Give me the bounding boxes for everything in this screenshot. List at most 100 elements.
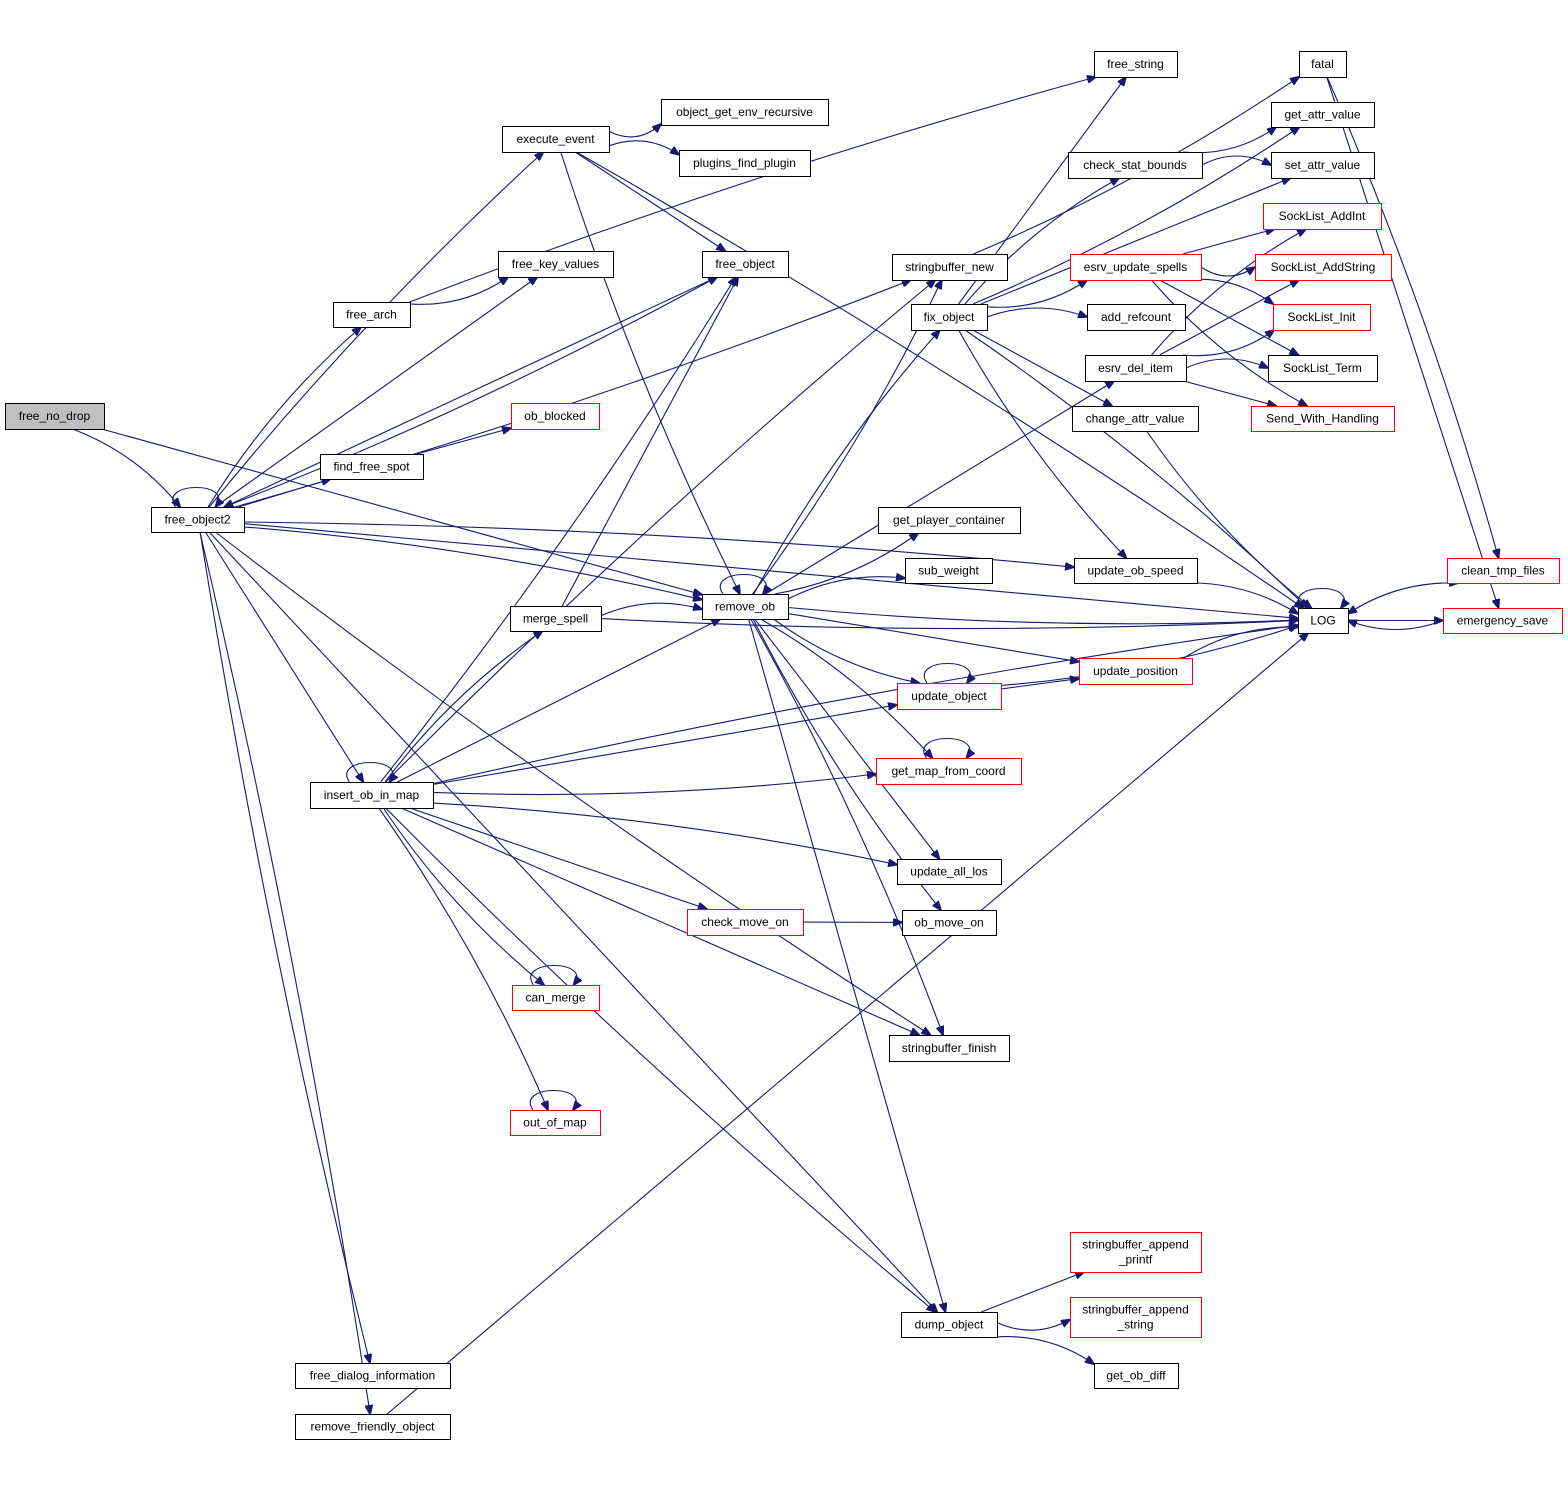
node-box[interactable] bbox=[897, 683, 1002, 710]
node-box[interactable] bbox=[151, 507, 245, 533]
node-box[interactable] bbox=[1070, 254, 1202, 281]
node-ob_move_on[interactable]: ob_move_on bbox=[902, 910, 997, 936]
node-esrv_update_spells[interactable]: esrv_update_spells bbox=[1070, 254, 1202, 281]
node-update_all_los[interactable]: update_all_los bbox=[897, 859, 1002, 885]
node-box[interactable] bbox=[876, 758, 1022, 785]
node-stringbuffer_finish[interactable]: stringbuffer_finish bbox=[889, 1035, 1010, 1062]
node-emergency_save[interactable]: emergency_save bbox=[1443, 608, 1563, 634]
node-box[interactable] bbox=[902, 910, 997, 936]
node-SockList_Term[interactable]: SockList_Term bbox=[1268, 355, 1378, 382]
node-update_position[interactable]: update_position bbox=[1079, 658, 1193, 685]
node-merge_spell[interactable]: merge_spell bbox=[510, 606, 602, 632]
node-box[interactable] bbox=[512, 985, 600, 1011]
node-box[interactable] bbox=[1447, 558, 1560, 584]
node-free_object[interactable]: free_object bbox=[702, 251, 789, 278]
node-box[interactable] bbox=[679, 150, 811, 177]
node-box[interactable] bbox=[1085, 355, 1187, 382]
node-change_attr_value[interactable]: change_attr_value bbox=[1072, 406, 1199, 432]
node-box[interactable] bbox=[892, 254, 1008, 281]
node-box[interactable] bbox=[1443, 608, 1563, 634]
node-box[interactable] bbox=[333, 302, 411, 328]
node-free_arch[interactable]: free_arch bbox=[333, 302, 411, 328]
node-box[interactable] bbox=[1068, 152, 1203, 179]
node-fix_object[interactable]: fix_object bbox=[911, 304, 988, 331]
node-box[interactable] bbox=[510, 1110, 601, 1136]
node-box[interactable] bbox=[498, 251, 614, 278]
node-remove_ob[interactable]: remove_ob bbox=[702, 594, 789, 620]
node-box[interactable] bbox=[510, 606, 602, 632]
node-SockList_AddString[interactable]: SockList_AddString bbox=[1255, 254, 1392, 281]
node-box[interactable] bbox=[1251, 406, 1395, 432]
node-box[interactable] bbox=[901, 1312, 998, 1338]
node-plugins_find_plugin[interactable]: plugins_find_plugin bbox=[679, 150, 811, 177]
node-free_dialog_information[interactable]: free_dialog_information bbox=[295, 1363, 451, 1389]
node-esrv_del_item[interactable]: esrv_del_item bbox=[1085, 355, 1187, 382]
node-box[interactable] bbox=[5, 403, 105, 430]
node-free_object2[interactable]: free_object2 bbox=[151, 507, 245, 533]
node-stringbuffer_append_printf[interactable]: stringbuffer_append_printf bbox=[1070, 1232, 1202, 1273]
node-box[interactable] bbox=[502, 126, 610, 153]
node-box[interactable] bbox=[511, 403, 600, 430]
node-box[interactable] bbox=[295, 1414, 451, 1440]
node-box[interactable] bbox=[1070, 1232, 1202, 1273]
node-remove_friendly_object[interactable]: remove_friendly_object bbox=[295, 1414, 451, 1440]
node-box[interactable] bbox=[1271, 102, 1375, 128]
node-object_get_env_recursive[interactable]: object_get_env_recursive bbox=[661, 99, 829, 126]
node-free_string[interactable]: free_string bbox=[1094, 51, 1178, 78]
node-box[interactable] bbox=[1094, 51, 1178, 78]
node-LOG[interactable]: LOG bbox=[1298, 608, 1349, 634]
node-box[interactable] bbox=[1271, 152, 1375, 179]
node-ob_blocked[interactable]: ob_blocked bbox=[511, 403, 600, 430]
node-get_player_container[interactable]: get_player_container bbox=[878, 507, 1021, 534]
node-stringbuffer_append_string[interactable]: stringbuffer_append_string bbox=[1070, 1297, 1202, 1338]
node-box[interactable] bbox=[1255, 254, 1392, 281]
node-box[interactable] bbox=[1087, 304, 1186, 331]
node-check_move_on[interactable]: check_move_on bbox=[687, 909, 804, 936]
node-box[interactable] bbox=[1079, 658, 1193, 685]
node-box[interactable] bbox=[878, 507, 1021, 534]
node-box[interactable] bbox=[1070, 1297, 1202, 1338]
node-box[interactable] bbox=[1263, 203, 1382, 230]
node-out_of_map[interactable]: out_of_map bbox=[510, 1110, 601, 1136]
node-free_no_drop[interactable]: free_no_drop bbox=[5, 403, 105, 430]
node-Send_With_Handling[interactable]: Send_With_Handling bbox=[1251, 406, 1395, 432]
node-box[interactable] bbox=[1268, 355, 1378, 382]
node-box[interactable] bbox=[702, 251, 789, 278]
node-box[interactable] bbox=[905, 558, 993, 584]
node-check_stat_bounds[interactable]: check_stat_bounds bbox=[1068, 152, 1203, 179]
node-insert_ob_in_map[interactable]: insert_ob_in_map bbox=[310, 782, 434, 809]
node-box[interactable] bbox=[1072, 406, 1199, 432]
node-box[interactable] bbox=[310, 782, 434, 809]
node-box[interactable] bbox=[702, 594, 789, 620]
node-clean_tmp_files[interactable]: clean_tmp_files bbox=[1447, 558, 1560, 584]
node-find_free_spot[interactable]: find_free_spot bbox=[320, 454, 424, 480]
node-get_attr_value[interactable]: get_attr_value bbox=[1271, 102, 1375, 128]
node-sub_weight[interactable]: sub_weight bbox=[905, 558, 993, 584]
node-set_attr_value[interactable]: set_attr_value bbox=[1271, 152, 1375, 179]
node-can_merge[interactable]: can_merge bbox=[512, 985, 600, 1011]
node-box[interactable] bbox=[1094, 1363, 1179, 1389]
node-box[interactable] bbox=[320, 454, 424, 480]
node-box[interactable] bbox=[1299, 51, 1347, 78]
node-box[interactable] bbox=[889, 1035, 1010, 1062]
node-box[interactable] bbox=[687, 909, 804, 936]
node-box[interactable] bbox=[1298, 608, 1349, 634]
node-box[interactable] bbox=[897, 859, 1002, 885]
node-execute_event[interactable]: execute_event bbox=[502, 126, 610, 153]
node-dump_object[interactable]: dump_object bbox=[901, 1312, 998, 1338]
node-get_map_from_coord[interactable]: get_map_from_coord bbox=[876, 758, 1022, 785]
node-stringbuffer_new[interactable]: stringbuffer_new bbox=[892, 254, 1008, 281]
node-box[interactable] bbox=[1273, 304, 1371, 331]
node-box[interactable] bbox=[911, 304, 988, 331]
node-get_ob_diff[interactable]: get_ob_diff bbox=[1094, 1363, 1179, 1389]
node-free_key_values[interactable]: free_key_values bbox=[498, 251, 614, 278]
node-SockList_Init[interactable]: SockList_Init bbox=[1273, 304, 1371, 331]
node-update_ob_speed[interactable]: update_ob_speed bbox=[1074, 558, 1198, 584]
node-box[interactable] bbox=[1074, 558, 1198, 584]
node-add_refcount[interactable]: add_refcount bbox=[1087, 304, 1186, 331]
node-box[interactable] bbox=[295, 1363, 451, 1389]
node-fatal[interactable]: fatal bbox=[1299, 51, 1347, 78]
node-SockList_AddInt[interactable]: SockList_AddInt bbox=[1263, 203, 1382, 230]
node-update_object[interactable]: update_object bbox=[897, 683, 1002, 710]
node-box[interactable] bbox=[661, 99, 829, 126]
